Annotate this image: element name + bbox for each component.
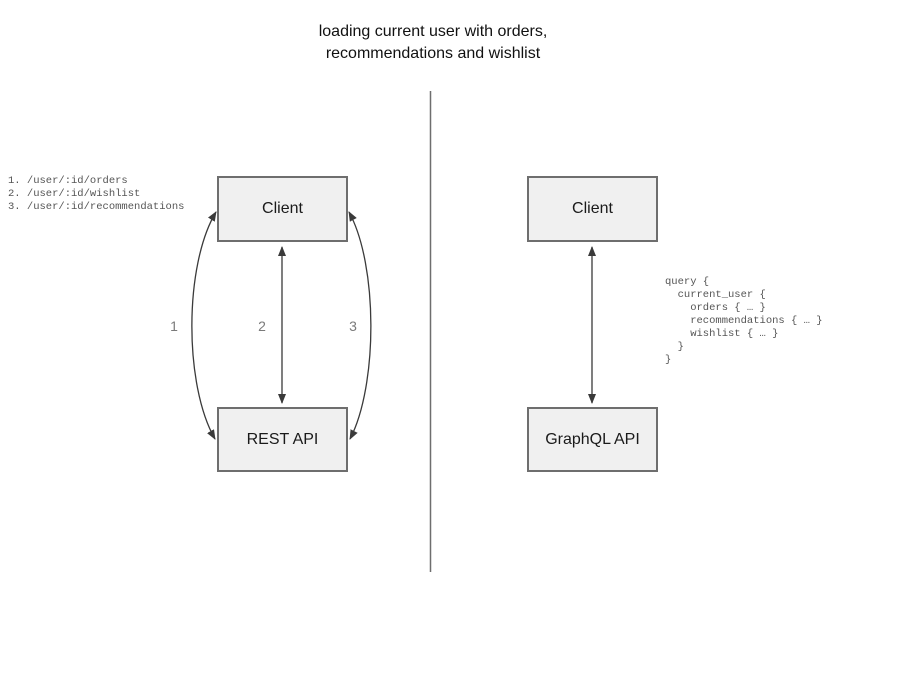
arrow-label-3: 3 <box>349 318 357 334</box>
rest-client-box: Client <box>217 176 348 242</box>
graphql-api-label: GraphQL API <box>545 430 640 448</box>
graphql-client-label: Client <box>572 200 613 217</box>
graphql-client-box: Client <box>527 176 658 242</box>
rest-arrow-1-curve <box>191 211 217 440</box>
rest-client-label: Client <box>262 200 303 217</box>
rest-api-label: REST API <box>246 430 319 448</box>
arrow-label-2: 2 <box>258 318 266 334</box>
rest-endpoints-list: 1. /user/:id/orders 2. /user/:id/wishlis… <box>8 175 185 213</box>
arrow-label-1: 1 <box>170 318 178 334</box>
graphql-api-box: GraphQL API <box>527 407 658 472</box>
diagram-title: loading current user with orders, recomm… <box>318 23 548 62</box>
rest-api-box: REST API <box>217 407 348 472</box>
graphql-query-code: query { current_user { orders { … } reco… <box>665 276 823 366</box>
